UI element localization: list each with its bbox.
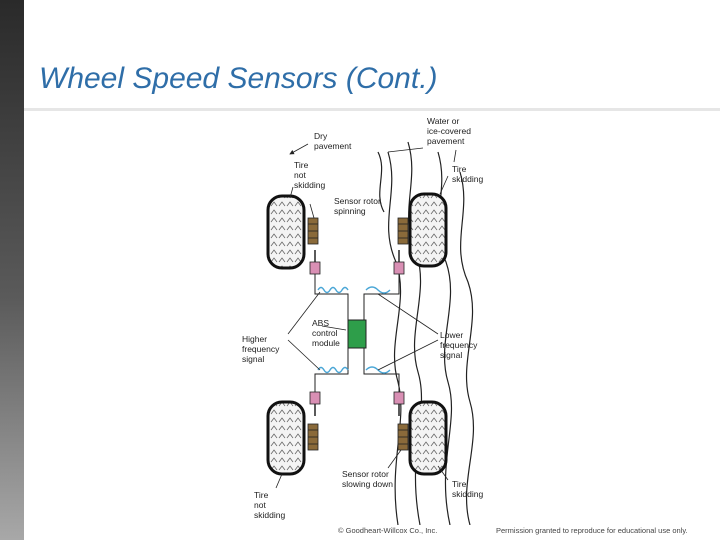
sensor-rotor-rear-left: [307, 423, 319, 451]
slide-sidebar: [0, 0, 24, 540]
wheel-sensor-rear-right: [393, 391, 405, 416]
low-frequency-wave-front: [365, 286, 391, 294]
wheel-sensor-front-right: [393, 250, 405, 275]
wheel-sensor-front-left: [309, 250, 321, 275]
leader-lines: [275, 143, 457, 489]
title-divider: [24, 108, 720, 111]
tire-rear-left: [266, 400, 306, 476]
high-frequency-wave-front: [317, 286, 349, 294]
dry-pavement-line: [377, 151, 385, 213]
sensor-wiring: [314, 274, 400, 392]
sensor-rotor-front-left: [307, 217, 319, 245]
footer-copyright: © Goodheart-Willcox Co., Inc.: [338, 526, 438, 535]
sensor-rotor-rear-right: [397, 423, 409, 451]
high-frequency-wave-rear: [317, 366, 349, 374]
slide-title: Wheel Speed Sensors (Cont.): [39, 62, 438, 95]
footer-permission: Permission granted to reproduce for educ…: [496, 526, 688, 535]
tire-front-left: [266, 194, 306, 270]
abs-control-module: [347, 319, 367, 349]
tire-front-right: [408, 192, 448, 268]
sensor-rotor-front-right: [397, 217, 409, 245]
tire-rear-right: [408, 400, 448, 476]
wheel-sensor-rear-left: [309, 391, 321, 416]
